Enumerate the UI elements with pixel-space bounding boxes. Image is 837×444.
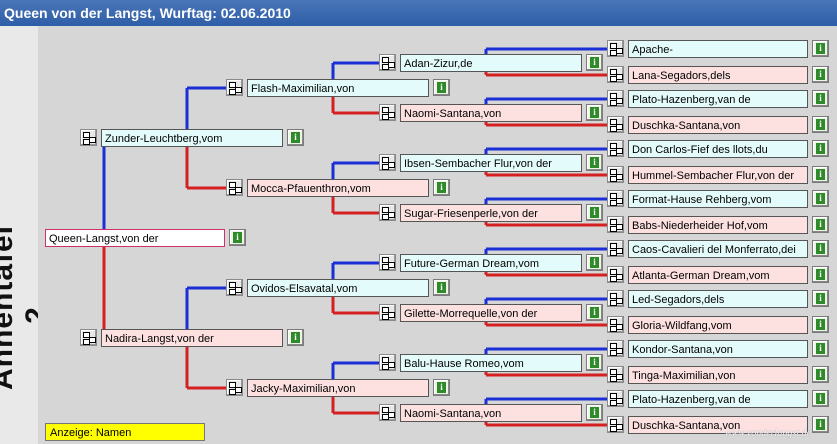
info-icon[interactable]: i	[287, 129, 304, 146]
gen4-ancestor-box[interactable]: Don Carlos-Fief des llots,du	[628, 140, 808, 158]
pedigree-tree-icon[interactable]	[80, 129, 97, 146]
pedigree-tree-icon[interactable]	[607, 40, 624, 57]
info-icon[interactable]: i	[812, 90, 829, 107]
pedigree-tree-icon[interactable]	[607, 166, 624, 183]
pedigree-tree-icon[interactable]	[607, 66, 624, 83]
gen4-ancestor-box[interactable]: Duschka-Santana,von	[628, 416, 808, 434]
pedigree-tree-icon[interactable]	[607, 140, 624, 157]
info-icon[interactable]: i	[812, 290, 829, 307]
window-title: Queen von der Langst, Wurftag: 02.06.201…	[0, 0, 837, 26]
pedigree-tree-icon[interactable]	[607, 116, 624, 133]
gen3-ancestor-box[interactable]: Adan-Zizur,de	[400, 54, 582, 72]
pedigree-tree-icon[interactable]	[379, 204, 396, 221]
info-icon[interactable]: i	[812, 190, 829, 207]
gen4-ancestor-box[interactable]: Format-Hause Rehberg,vom	[628, 190, 808, 208]
pedigree-tree-icon[interactable]	[607, 90, 624, 107]
pedigree-tree-icon[interactable]	[379, 254, 396, 271]
info-icon[interactable]: i	[586, 404, 603, 421]
pedigree-tree-icon[interactable]	[607, 390, 624, 407]
info-icon[interactable]: i	[812, 216, 829, 233]
gen4-ancestor-box[interactable]: Atlanta-German Dream,vom	[628, 266, 808, 284]
info-icon[interactable]: i	[812, 240, 829, 257]
gen4-ancestor-box[interactable]: Plato-Hazenberg,van de	[628, 90, 808, 108]
info-icon[interactable]: i	[812, 166, 829, 183]
pedigree-tree-icon[interactable]	[226, 79, 243, 96]
info-icon[interactable]: i	[586, 254, 603, 271]
gen4-ancestor-box[interactable]: Tinga-Maximilian,von	[628, 366, 808, 384]
gen3-ancestor-box[interactable]: Naomi-Santana,von	[400, 104, 582, 122]
gen2-ancestor-box[interactable]: Mocca-Pfauenthron,vom	[247, 179, 429, 197]
gen4-ancestor-box[interactable]: Duschka-Santana,von	[628, 116, 808, 134]
pedigree-tree-icon[interactable]	[226, 279, 243, 296]
info-icon[interactable]: i	[812, 116, 829, 133]
gen3-ancestor-box[interactable]: Future-German Dream,vom	[400, 254, 582, 272]
gen4-ancestor-box[interactable]: Led-Segadors,dels	[628, 290, 808, 308]
info-icon[interactable]: i	[812, 390, 829, 407]
info-icon[interactable]: i	[812, 316, 829, 333]
gen2-ancestor-box[interactable]: Ovidos-Elsavatal,vom	[247, 279, 429, 297]
gen4-ancestor-box[interactable]: Apache-	[628, 40, 808, 58]
pedigree-tree-icon[interactable]	[379, 104, 396, 121]
info-icon[interactable]: i	[229, 229, 246, 246]
gen1-ancestor-box[interactable]: Nadira-Langst,von der	[101, 329, 283, 347]
pedigree-tree-icon[interactable]	[607, 190, 624, 207]
info-icon[interactable]: i	[586, 304, 603, 321]
display-mode-label: Anzeige: Namen	[45, 423, 205, 441]
info-icon[interactable]: i	[433, 179, 450, 196]
gen2-ancestor-box[interactable]: Flash-Maximilian,von	[247, 79, 429, 97]
info-icon[interactable]: i	[812, 340, 829, 357]
pedigree-tree-icon[interactable]	[607, 266, 624, 283]
gen3-ancestor-box[interactable]: Ibsen-Sembacher Flur,von der	[400, 154, 582, 172]
info-icon[interactable]: i	[812, 140, 829, 157]
gen4-ancestor-box[interactable]: Lana-Segadors,dels	[628, 66, 808, 84]
gen4-ancestor-box[interactable]: Caos-Cavalieri del Monferrato,dei	[628, 240, 808, 258]
info-icon[interactable]: i	[433, 379, 450, 396]
info-icon[interactable]: i	[586, 354, 603, 371]
pedigree-tree-icon[interactable]	[226, 179, 243, 196]
info-icon[interactable]: i	[812, 66, 829, 83]
gen4-ancestor-box[interactable]: Babs-Niederheider Hof,vom	[628, 216, 808, 234]
pedigree-tree-icon[interactable]	[607, 316, 624, 333]
gen2-ancestor-box[interactable]: Jacky-Maximilian,von	[247, 379, 429, 397]
gen4-ancestor-box[interactable]: Hummel-Sembacher Flur,von der	[628, 166, 808, 184]
gen4-ancestor-box[interactable]: Gloria-Wildfang,vom	[628, 316, 808, 334]
info-icon[interactable]: i	[812, 366, 829, 383]
pedigree-tree-icon[interactable]	[607, 366, 624, 383]
info-icon[interactable]: i	[586, 154, 603, 171]
watermark: www.vonderlangst.de	[725, 428, 811, 439]
info-icon[interactable]: i	[586, 54, 603, 71]
gen1-ancestor-box[interactable]: Zunder-Leuchtberg,vom	[101, 129, 283, 147]
pedigree-tree-icon[interactable]	[379, 404, 396, 421]
pedigree-tree-icon[interactable]	[379, 354, 396, 371]
info-icon[interactable]: i	[812, 416, 829, 433]
sidebar: Ahnentafel 2	[0, 26, 53, 444]
info-icon[interactable]: i	[433, 79, 450, 96]
info-icon[interactable]: i	[586, 204, 603, 221]
gen3-ancestor-box[interactable]: Gilette-Morrequelle,von der	[400, 304, 582, 322]
pedigree-tree-icon[interactable]	[379, 54, 396, 71]
info-icon[interactable]: i	[586, 104, 603, 121]
gen4-ancestor-box[interactable]: Plato-Hazenberg,van de	[628, 390, 808, 408]
info-icon[interactable]: i	[287, 329, 304, 346]
gen3-ancestor-box[interactable]: Naomi-Santana,von	[400, 404, 582, 422]
gen3-ancestor-box[interactable]: Balu-Hause Romeo,vom	[400, 354, 582, 372]
pedigree-tree-icon[interactable]	[80, 329, 97, 346]
info-icon[interactable]: i	[812, 266, 829, 283]
info-icon[interactable]: i	[812, 40, 829, 57]
pedigree-tree-icon[interactable]	[607, 240, 624, 257]
pedigree-tree-icon[interactable]	[607, 416, 624, 433]
info-icon[interactable]: i	[433, 279, 450, 296]
pedigree-tree-icon[interactable]	[607, 290, 624, 307]
pedigree-tree-icon[interactable]	[379, 154, 396, 171]
gen3-ancestor-box[interactable]: Sugar-Friesenperle,von der	[400, 204, 582, 222]
root-ancestor-box[interactable]: Queen-Langst,von der	[45, 229, 225, 247]
gen4-ancestor-box[interactable]: Kondor-Santana,von	[628, 340, 808, 358]
pedigree-tree-icon[interactable]	[226, 379, 243, 396]
pedigree-tree-icon[interactable]	[607, 340, 624, 357]
pedigree-tree-icon[interactable]	[607, 216, 624, 233]
pedigree-tree-icon[interactable]	[379, 304, 396, 321]
